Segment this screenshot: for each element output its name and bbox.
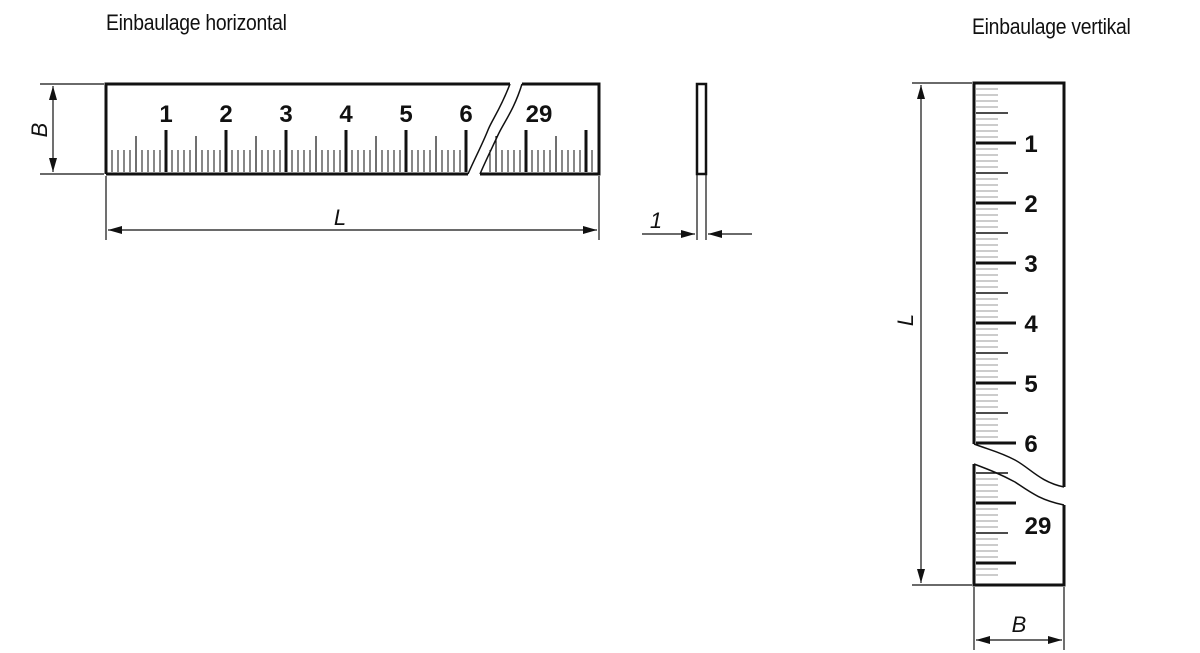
svg-text:3: 3	[279, 101, 292, 128]
svg-text:5: 5	[399, 101, 412, 128]
svg-text:6: 6	[459, 101, 472, 128]
dimension-b-vertical-label: B	[1012, 612, 1027, 637]
svg-text:3: 3	[1024, 251, 1037, 278]
vertical-ruler	[972, 81, 1066, 587]
horizontal-ruler	[104, 82, 601, 176]
svg-text:1: 1	[1024, 131, 1037, 158]
dimension-l-vertical-label: L	[893, 314, 918, 326]
svg-text:2: 2	[1024, 191, 1037, 218]
horizontal-scale-numbers: 1 2 3 4 5 6 29	[159, 101, 552, 128]
svg-text:1: 1	[159, 101, 172, 128]
svg-text:29: 29	[526, 101, 553, 128]
vertical-scale-numbers: 1 2 3 4 5 6 29	[1024, 131, 1051, 540]
dimension-l-label: L	[334, 205, 346, 230]
side-view	[642, 82, 752, 240]
horizontal-scale-ticks	[111, 130, 593, 172]
vertical-scale-ticks	[976, 88, 1016, 576]
title-vertical: Einbaulage vertikal	[972, 14, 1131, 39]
svg-text:4: 4	[1024, 311, 1038, 338]
svg-text:29: 29	[1025, 513, 1052, 540]
svg-text:2: 2	[219, 101, 232, 128]
dimension-l-vertical	[912, 82, 972, 586]
svg-text:5: 5	[1024, 371, 1037, 398]
svg-text:4: 4	[339, 101, 353, 128]
dimension-b-horizontal	[40, 83, 104, 175]
dimension-l-horizontal	[105, 176, 600, 240]
dimension-b-label: B	[27, 123, 52, 138]
svg-text:6: 6	[1024, 431, 1037, 458]
thickness-label: 1	[650, 208, 662, 233]
title-horizontal: Einbaulage horizontal	[106, 10, 287, 35]
dimension-b-vertical	[973, 587, 1065, 650]
